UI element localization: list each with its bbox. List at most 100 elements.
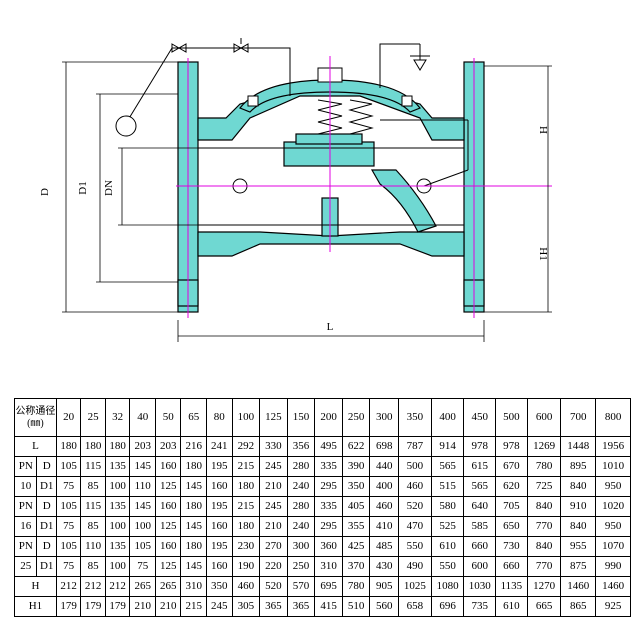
table-cell: 335 [314, 456, 343, 477]
table-cell: 100 [104, 516, 131, 537]
table-cell: 265 [154, 576, 182, 597]
row-label: L [14, 436, 57, 457]
table-cell: 180 [80, 436, 106, 457]
table-cell: 1020 [595, 496, 631, 517]
table-cell: 75 [55, 556, 82, 577]
table-cell: 280 [286, 456, 316, 477]
table-cell: 203 [154, 436, 182, 457]
table-cell: 410 [369, 516, 400, 537]
table-cell: 212 [80, 576, 106, 597]
table-cell: 1010 [595, 456, 631, 477]
table-cell: 730 [495, 536, 528, 557]
table-cell: 160 [154, 456, 182, 477]
table-cell: 230 [231, 536, 261, 557]
table-cell: 110 [129, 476, 156, 497]
table-cell: 460 [231, 576, 261, 597]
table-cell: 110 [80, 536, 106, 557]
dimension-lines [62, 61, 552, 342]
table-cell: 905 [369, 576, 400, 597]
table-cell: 550 [398, 536, 432, 557]
table-cell: 495 [314, 436, 343, 457]
size-header-cell: 25 [80, 398, 106, 437]
table-cell: 270 [259, 536, 288, 557]
table-cell: 250 [286, 556, 316, 577]
table-cell: 485 [369, 536, 400, 557]
table-cell: 698 [369, 436, 400, 457]
valve-cross-section-drawing: D D1 DN H H1 L [39, 38, 552, 342]
row-group-label: 25 [13, 556, 38, 577]
table-cell: 520 [398, 496, 432, 517]
table-cell: 610 [430, 536, 465, 557]
table-cell: 300 [286, 536, 316, 557]
table-cell: 240 [286, 476, 316, 497]
table-cell: 1070 [595, 536, 631, 557]
table-cell: 670 [495, 456, 528, 477]
table-cell: 180 [55, 436, 82, 457]
table-cell: 780 [526, 456, 562, 477]
table-cell: 840 [560, 516, 597, 537]
dim-label-H1: H1 [537, 247, 549, 260]
table-cell: 510 [341, 596, 371, 617]
dim-label-H: H [537, 126, 549, 134]
table-cell: 350 [206, 576, 233, 597]
table-cell: 978 [495, 436, 528, 457]
table-cell: 440 [369, 456, 400, 477]
size-header-cell: 100 [231, 398, 261, 437]
table-cell: 925 [595, 596, 631, 617]
row-label: H1 [14, 596, 57, 617]
table-cell: 145 [180, 476, 208, 497]
table-cell: 370 [341, 556, 371, 577]
table-cell: 695 [314, 576, 343, 597]
table-cell: 1025 [398, 576, 432, 597]
table-cell: 990 [595, 556, 631, 577]
size-header-cell: 150 [286, 398, 316, 437]
row-sub-label: D [36, 456, 57, 477]
table-cell: 212 [55, 576, 82, 597]
table-cell: 180 [180, 496, 208, 517]
table-cell: 100 [129, 516, 156, 537]
table-cell: 125 [154, 476, 182, 497]
table-cell: 179 [80, 596, 106, 617]
table-cell: 179 [104, 596, 131, 617]
table-cell: 1460 [560, 576, 597, 597]
table-cell: 180 [104, 436, 131, 457]
table-cell: 725 [526, 476, 562, 497]
table-cell: 215 [180, 596, 208, 617]
table-cell: 135 [104, 456, 131, 477]
table-cell: 135 [104, 536, 131, 557]
table-cell: 245 [259, 496, 288, 517]
size-header-cell: 250 [341, 398, 371, 437]
row-sub-label: D1 [36, 516, 57, 537]
valve-body [177, 61, 485, 313]
table-cell: 460 [369, 496, 400, 517]
table-cell: 160 [206, 476, 233, 497]
size-header-cell: 500 [495, 398, 528, 437]
table-cell: 195 [206, 496, 233, 517]
table-cell: 210 [259, 476, 288, 497]
table-cell: 105 [129, 536, 156, 557]
table-cell: 85 [80, 476, 106, 497]
row-sub-label: D [36, 496, 57, 517]
table-cell: 780 [341, 576, 371, 597]
table-cell: 950 [595, 476, 631, 497]
size-header-cell: 200 [314, 398, 343, 437]
table-cell: 75 [55, 476, 82, 497]
table-cell: 1080 [430, 576, 465, 597]
table-cell: 600 [463, 556, 497, 577]
size-header-cell: 300 [369, 398, 400, 437]
table-cell: 910 [560, 496, 597, 517]
table-cell: 565 [430, 456, 465, 477]
size-header-cell: 80 [206, 398, 233, 437]
table-cell: 190 [231, 556, 261, 577]
table-cell: 400 [369, 476, 400, 497]
table-cell: 787 [398, 436, 432, 457]
table-cell: 895 [560, 456, 597, 477]
table-cell: 658 [398, 596, 432, 617]
table-cell: 620 [495, 476, 528, 497]
